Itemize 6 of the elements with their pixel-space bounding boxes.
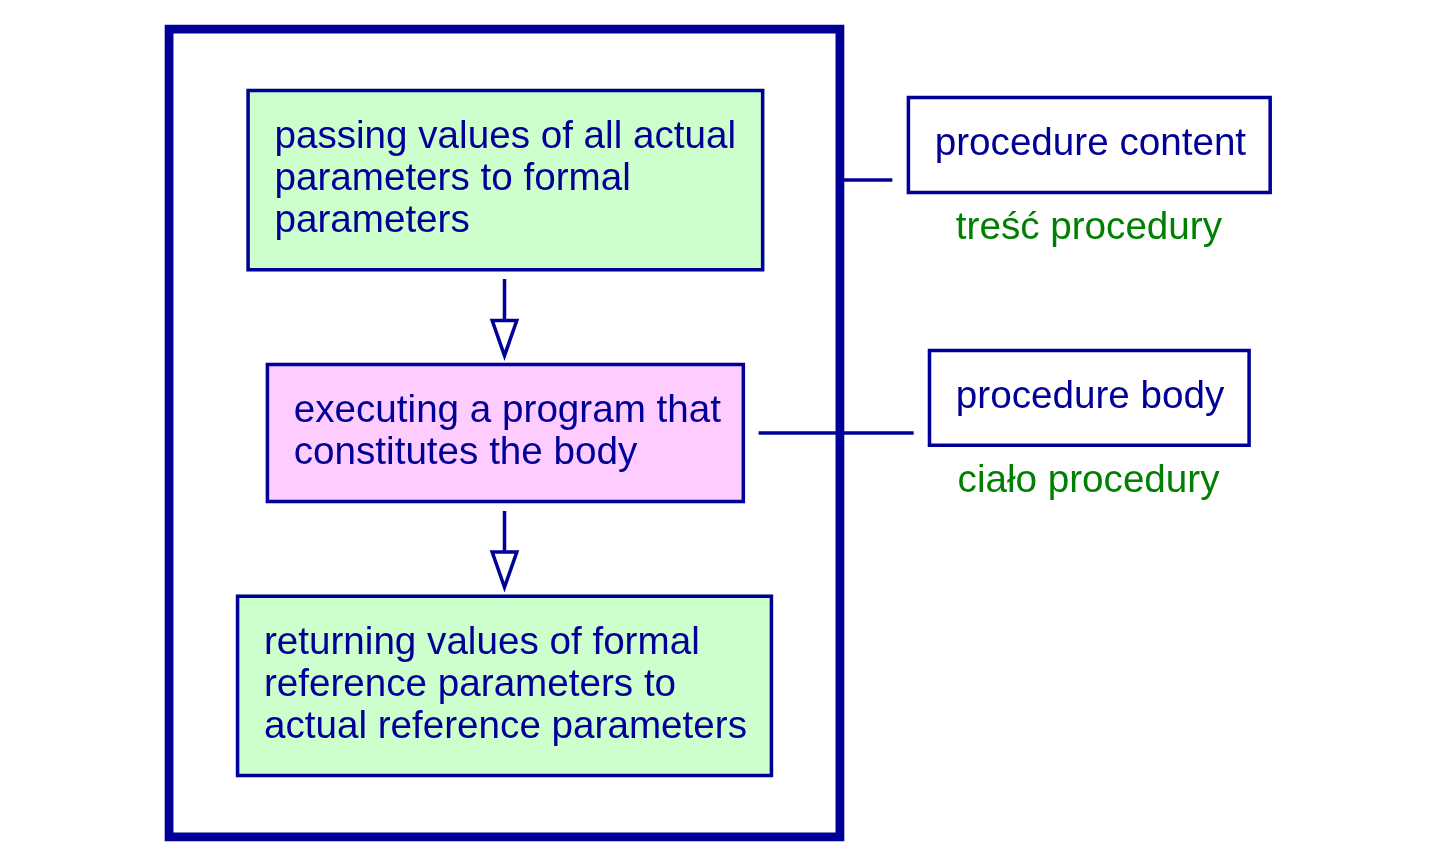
connector	[758, 431, 914, 435]
arrow	[489, 279, 520, 361]
arrow	[489, 510, 520, 593]
node-label: ciało procedury	[957, 457, 1220, 501]
node-label: treść procedury	[955, 204, 1223, 248]
cluster	[164, 24, 845, 842]
